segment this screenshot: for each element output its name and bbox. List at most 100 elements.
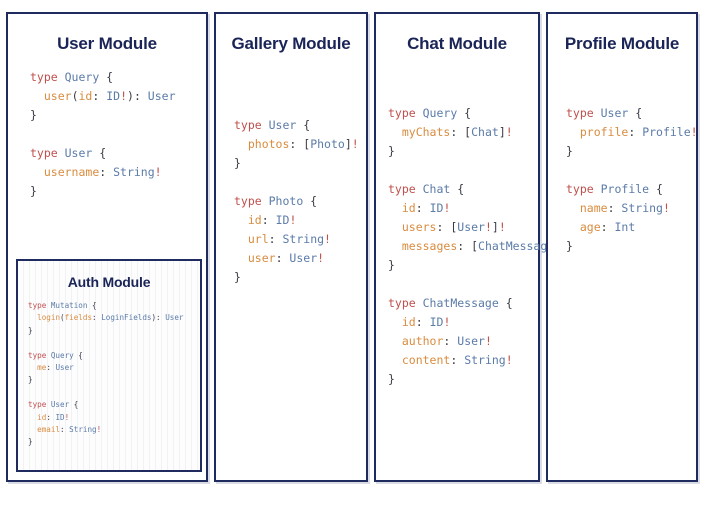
- code-token-punc: {: [73, 350, 83, 360]
- code-token-bang: !: [64, 412, 70, 422]
- code-token-type: User: [165, 313, 184, 323]
- code-token-kw: type: [388, 182, 423, 196]
- code-token-punc: [30, 165, 44, 179]
- code-token-type: User: [55, 363, 74, 373]
- code-token-punc: }: [28, 375, 33, 385]
- code-token-type: User: [457, 220, 485, 234]
- schema-code-auth: type Mutation { login(fields: LoginField…: [28, 300, 200, 449]
- code-token-punc: }: [566, 144, 573, 158]
- module-panel-chat[interactable]: Chat Module type Query { myChats: [Chat]…: [374, 12, 568, 482]
- code-token-field: content: [401, 353, 451, 367]
- code-token-bang: !: [317, 251, 325, 265]
- code-token-punc: ]: [498, 125, 506, 139]
- code-token-type: String: [282, 232, 325, 246]
- code-token-kw: type: [566, 182, 601, 196]
- code-token-punc: :: [450, 353, 465, 367]
- module-panel-gallery[interactable]: Gallery Module type User { photos: [Phot…: [214, 12, 368, 482]
- code-token-punc: {: [296, 118, 311, 132]
- code-token-field: messages: [401, 239, 458, 253]
- code-token-punc: {: [457, 106, 472, 120]
- code-token-punc: :: [46, 412, 56, 422]
- code-token-bang: !: [289, 213, 297, 227]
- code-token-type: User: [457, 334, 485, 348]
- code-token-bang: !: [484, 334, 492, 348]
- code-token-punc: }: [388, 258, 395, 272]
- code-token-type: User: [147, 89, 176, 103]
- code-token-punc: ):: [127, 89, 148, 103]
- code-token-punc: :: [60, 425, 70, 435]
- code-token-field: id: [401, 201, 416, 215]
- code-token-field: username: [43, 165, 100, 179]
- code-token-type: Photo: [310, 137, 345, 151]
- code-token-bang: !: [505, 353, 513, 367]
- code-token-punc: [28, 425, 37, 434]
- code-token-bang: !: [120, 89, 128, 103]
- code-token-type: Int: [614, 220, 636, 234]
- code-token-punc: : [: [436, 220, 458, 234]
- code-token-field: age: [579, 220, 601, 234]
- code-token-type: Query: [422, 106, 458, 120]
- code-token-field: login: [37, 313, 61, 323]
- module-panel-profile[interactable]: Profile Module type User { profile: Prof…: [546, 12, 698, 482]
- code-token-punc: [234, 232, 248, 246]
- code-token-punc: }: [388, 144, 395, 158]
- code-token-punc: :: [415, 201, 430, 215]
- code-token-punc: : [: [457, 239, 479, 253]
- module-title-profile: Profile Module: [564, 34, 680, 53]
- schema-code-user: type Query { user(id: ID!): User } type …: [30, 68, 206, 201]
- code-token-field: me: [37, 363, 47, 373]
- code-token-type: User: [289, 251, 318, 265]
- code-token-punc: [234, 251, 248, 265]
- module-title-user: User Module: [57, 34, 157, 53]
- code-token-punc: [388, 353, 402, 367]
- code-token-punc: [234, 213, 248, 227]
- code-token-type: Mutation: [50, 301, 88, 310]
- code-token-punc: : [: [289, 137, 311, 151]
- code-token-punc: :: [275, 251, 290, 265]
- code-token-punc: [388, 334, 402, 348]
- code-token-type: String: [464, 353, 506, 367]
- module-panel-user[interactable]: User Module type Query { user(id: ID!): …: [6, 12, 208, 482]
- code-token-punc: (: [71, 89, 79, 103]
- code-token-type: Profile: [642, 125, 691, 139]
- schema-code-profile: type User { profile: Profile! } type Pro…: [566, 104, 698, 256]
- code-token-punc: [388, 239, 402, 253]
- code-token-punc: {: [87, 301, 97, 310]
- code-token-field: url: [247, 232, 269, 246]
- code-token-punc: [234, 137, 248, 151]
- code-token-kw: type: [388, 296, 423, 310]
- code-token-punc: }: [566, 239, 573, 253]
- code-token-field: fields: [64, 313, 93, 323]
- code-token-bang: !: [484, 220, 492, 234]
- code-token-punc: {: [303, 194, 318, 208]
- code-token-punc: [388, 220, 402, 234]
- code-token-punc: ]: [491, 220, 499, 234]
- code-token-punc: ):: [151, 313, 166, 323]
- code-token-punc: : [: [450, 125, 472, 139]
- code-token-punc: {: [649, 182, 663, 196]
- code-token-bang: !: [498, 220, 506, 234]
- module-panel-auth[interactable]: Auth Module type Mutation { login(fields…: [16, 259, 202, 472]
- code-token-punc: [30, 89, 44, 103]
- code-token-type: Profile: [600, 182, 650, 196]
- code-token-kw: type: [28, 301, 51, 310]
- code-token-punc: {: [628, 106, 643, 120]
- code-token-type: ID: [429, 201, 444, 215]
- code-token-punc: :: [261, 213, 276, 227]
- code-token-bang: !: [324, 232, 331, 246]
- code-token-field: user: [43, 89, 72, 103]
- code-token-punc: (: [60, 313, 65, 323]
- code-token-field: name: [579, 201, 608, 215]
- schema-code-gallery: type User { photos: [Photo]! } type Phot…: [234, 116, 366, 287]
- code-token-punc: :: [415, 315, 430, 329]
- code-token-punc: :: [607, 201, 622, 215]
- module-title-gallery: Gallery Module: [231, 34, 351, 53]
- code-token-field: id: [247, 213, 262, 227]
- code-token-kw: type: [30, 70, 65, 84]
- code-token-type: User: [64, 146, 93, 160]
- code-token-field: myChats: [401, 125, 451, 139]
- code-token-type: LoginFields: [101, 313, 152, 323]
- code-token-punc: [566, 125, 580, 139]
- code-token-bang: !: [154, 165, 162, 179]
- code-token-type: ID: [55, 412, 65, 422]
